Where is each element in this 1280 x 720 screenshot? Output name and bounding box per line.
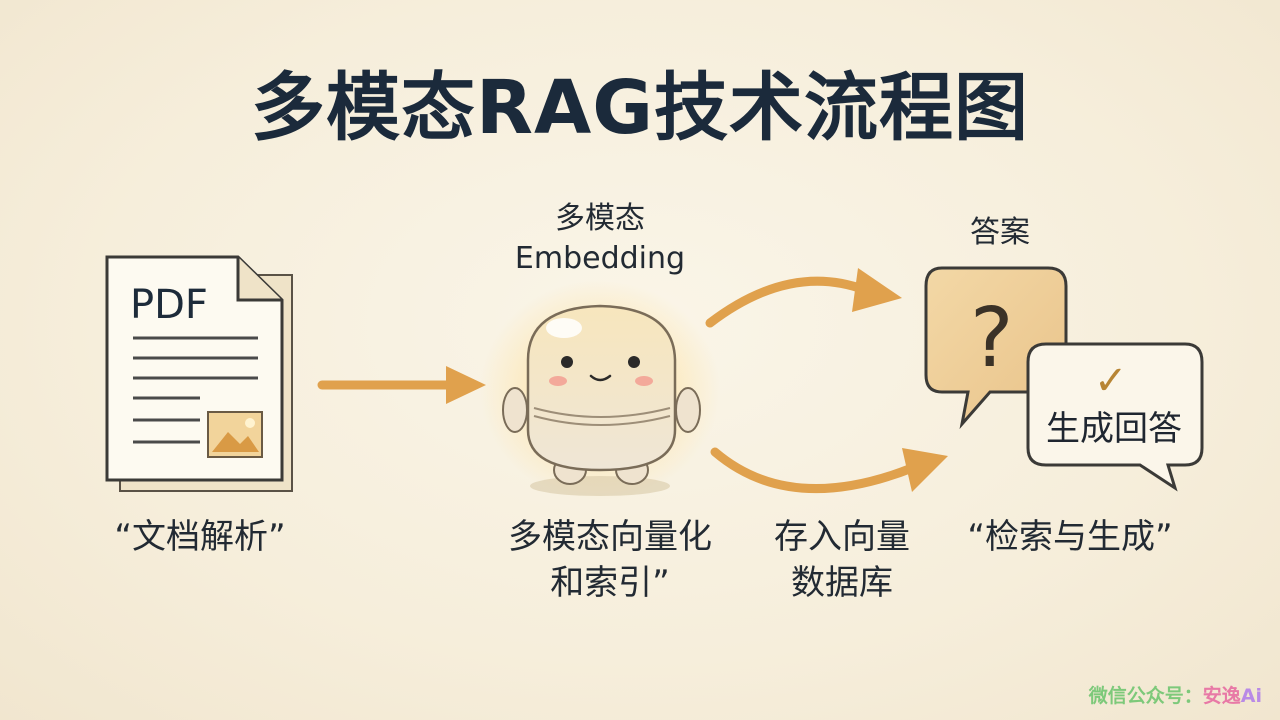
answer-label: “检索与生成”: [967, 517, 1173, 557]
store-label-1: 存入向量: [774, 517, 910, 557]
store-label-2: 数据库: [791, 563, 893, 603]
embedding-character-icon: [480, 280, 720, 500]
watermark-name: 安逸: [1202, 685, 1241, 707]
embedding-label-2: 和索引”: [550, 563, 670, 603]
answer-bubble-icon: ✓ 生成回答: [1026, 342, 1204, 492]
answer-bubble-text: 生成回答: [1046, 409, 1182, 449]
watermark-prefix: 微信公众号：: [1088, 685, 1203, 707]
arrow-to-store: [710, 447, 948, 493]
arrow-to-answer: [705, 268, 902, 328]
page-title: 多模态RAG技术流程图: [251, 65, 1029, 151]
document-label: “文档解析”: [114, 517, 286, 557]
answer-top-label: 答案: [970, 215, 1030, 250]
embedding-top-label-1: 多模态: [555, 201, 645, 236]
question-mark: ?: [970, 291, 1014, 386]
embedding-label-1: 多模态向量化: [508, 517, 712, 557]
watermark-suffix: Ai: [1240, 685, 1262, 707]
pdf-icon-text: PDF: [130, 282, 208, 328]
check-icon: ✓: [1094, 358, 1128, 404]
pdf-document-icon: PDF: [105, 255, 293, 492]
image-thumbnail-icon: [207, 411, 263, 458]
arrow-to-embedding: [317, 366, 486, 404]
embedding-top-label-2: Embedding: [514, 241, 686, 276]
watermark: 微信公众号：安逸Ai: [1089, 681, 1262, 708]
